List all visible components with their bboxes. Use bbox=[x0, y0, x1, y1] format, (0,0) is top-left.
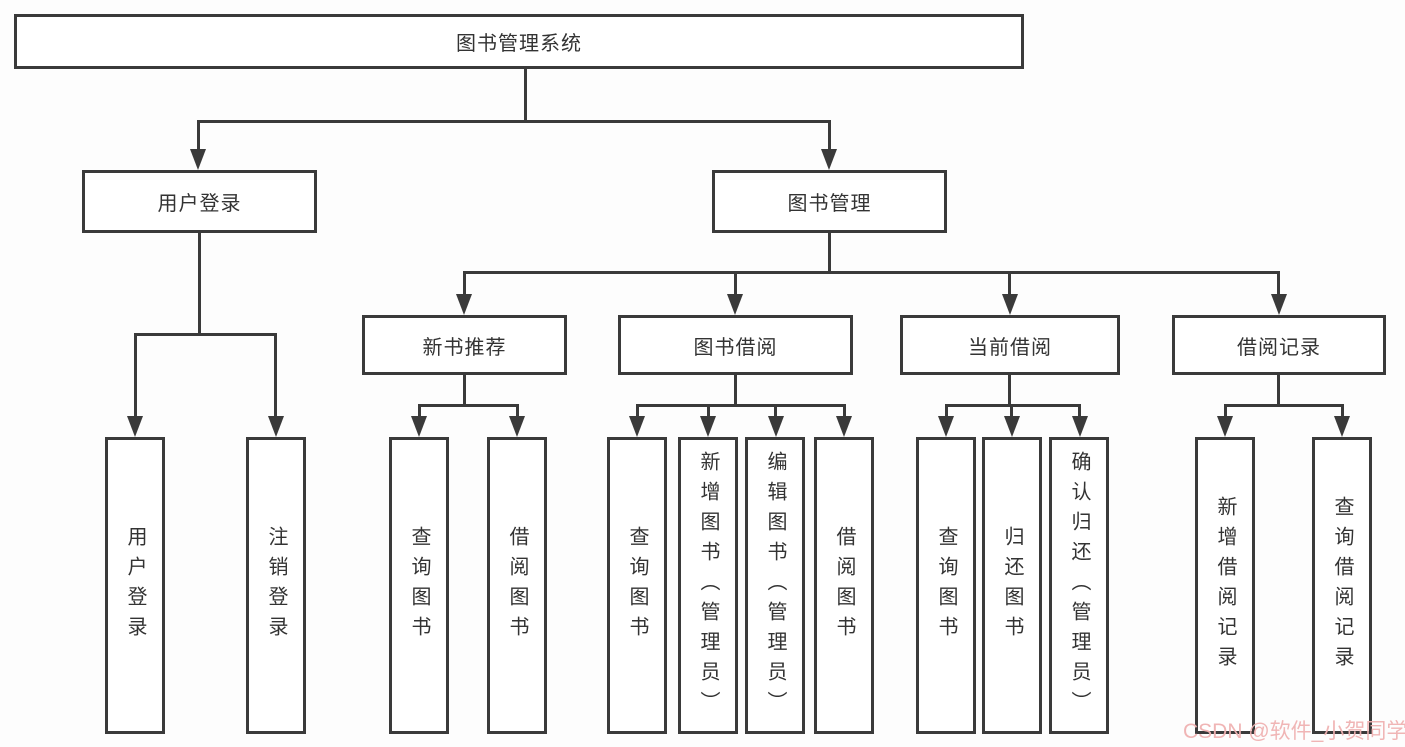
h-line bbox=[134, 333, 276, 336]
arrowhead-down-icon bbox=[1072, 416, 1088, 437]
arrowhead-down-icon bbox=[1217, 416, 1233, 437]
v-line bbox=[828, 120, 831, 151]
node-book-management: 图书管理 bbox=[712, 170, 947, 233]
leaf-label: 查询图书 bbox=[408, 525, 430, 646]
h-line bbox=[197, 120, 831, 123]
arrowhead-down-icon bbox=[190, 149, 206, 170]
arrowhead-down-icon bbox=[1271, 294, 1287, 315]
node-label: 当前借阅 bbox=[968, 336, 1052, 359]
h-line bbox=[945, 404, 1081, 407]
v-line bbox=[1341, 404, 1344, 418]
v-line bbox=[774, 404, 777, 418]
v-line bbox=[274, 333, 277, 418]
leaf-box-add-book-admin: 新增图书（管理员） bbox=[678, 437, 738, 734]
v-line bbox=[463, 373, 466, 406]
arrowhead-down-icon bbox=[1004, 416, 1020, 437]
v-line bbox=[463, 271, 466, 297]
v-line bbox=[1224, 404, 1227, 418]
arrowhead-down-icon bbox=[768, 416, 784, 437]
node-label: 图书管理 bbox=[787, 193, 872, 215]
v-line bbox=[1277, 373, 1280, 406]
v-line bbox=[1277, 271, 1280, 297]
v-line bbox=[945, 404, 948, 418]
v-line bbox=[198, 231, 201, 335]
leaf-box-query-borrow-record: 查询借阅记录 bbox=[1312, 437, 1372, 734]
leaf-label: 查询借阅记录 bbox=[1331, 495, 1353, 676]
arrowhead-down-icon bbox=[1002, 294, 1018, 315]
leaf-box-borrow-books-recommend: 借阅图书 bbox=[487, 437, 547, 734]
arrowhead-down-icon bbox=[509, 416, 525, 437]
v-line bbox=[1008, 271, 1011, 297]
leaf-box-edit-book-admin: 编辑图书（管理员） bbox=[745, 437, 805, 734]
v-line bbox=[134, 333, 137, 418]
leaf-box-return-books: 归还图书 bbox=[982, 437, 1042, 734]
leaf-box-confirm-return-admin: 确认归还（管理员） bbox=[1049, 437, 1109, 734]
leaf-label: 确认归还（管理员） bbox=[1068, 450, 1090, 721]
leaf-label: 查询图书 bbox=[935, 525, 957, 646]
arrowhead-down-icon bbox=[836, 416, 852, 437]
arrowhead-down-icon bbox=[456, 294, 472, 315]
h-line bbox=[636, 404, 846, 407]
v-line bbox=[516, 404, 519, 418]
node-new-book-recommend: 新书推荐 bbox=[362, 315, 567, 375]
leaf-label: 新增借阅记录 bbox=[1214, 495, 1236, 676]
arrowhead-down-icon bbox=[411, 416, 427, 437]
node-current-borrowing: 当前借阅 bbox=[900, 315, 1120, 375]
node-label: 借阅记录 bbox=[1237, 336, 1321, 359]
h-line bbox=[1224, 404, 1344, 407]
csdn-watermark: CSDN @软件_小贺同学 bbox=[1183, 720, 1405, 743]
leaf-box-user-login: 用户登录 bbox=[105, 437, 165, 734]
node-label: 新书推荐 bbox=[422, 336, 507, 359]
leaf-label: 借阅图书 bbox=[506, 525, 528, 646]
node-root-library-system: 图书管理系统 bbox=[14, 14, 1024, 69]
leaf-label: 归还图书 bbox=[1001, 525, 1023, 646]
v-line bbox=[1078, 404, 1081, 418]
leaf-box-logout: 注销登录 bbox=[246, 437, 306, 734]
v-line bbox=[636, 404, 639, 418]
arrowhead-down-icon bbox=[1334, 416, 1350, 437]
h-line bbox=[418, 404, 519, 407]
v-line bbox=[418, 404, 421, 418]
v-line bbox=[828, 231, 831, 273]
leaf-label: 注销登录 bbox=[265, 525, 287, 646]
leaf-label: 借阅图书 bbox=[833, 525, 855, 646]
h-line bbox=[464, 271, 1280, 274]
leaf-box-add-borrow-record: 新增借阅记录 bbox=[1195, 437, 1255, 734]
arrowhead-down-icon bbox=[629, 416, 645, 437]
v-line bbox=[843, 404, 846, 418]
leaf-box-borrow-books-borrowing: 借阅图书 bbox=[814, 437, 874, 734]
leaf-box-query-books-current: 查询图书 bbox=[916, 437, 976, 734]
arrowhead-down-icon bbox=[821, 149, 837, 170]
node-user-login: 用户登录 bbox=[82, 170, 317, 233]
leaf-label: 新增图书（管理员） bbox=[697, 450, 719, 721]
v-line bbox=[1010, 404, 1013, 418]
arrowhead-down-icon bbox=[938, 416, 954, 437]
v-line bbox=[734, 373, 737, 406]
leaf-box-query-books-borrowing: 查询图书 bbox=[607, 437, 667, 734]
v-line bbox=[524, 68, 527, 122]
arrowhead-down-icon bbox=[268, 416, 284, 437]
node-label: 用户登录 bbox=[157, 193, 242, 215]
node-label: 图书管理系统 bbox=[456, 33, 582, 55]
node-label: 图书借阅 bbox=[693, 336, 778, 359]
arrowhead-down-icon bbox=[127, 416, 143, 437]
v-line bbox=[707, 404, 710, 418]
v-line bbox=[1008, 373, 1011, 406]
arrowhead-down-icon bbox=[700, 416, 716, 437]
node-borrow-records: 借阅记录 bbox=[1172, 315, 1386, 375]
v-line bbox=[734, 271, 737, 297]
leaf-label: 查询图书 bbox=[626, 525, 648, 646]
node-book-borrowing: 图书借阅 bbox=[618, 315, 853, 375]
v-line bbox=[197, 120, 200, 151]
leaf-label: 编辑图书（管理员） bbox=[764, 450, 786, 721]
leaf-label: 用户登录 bbox=[124, 525, 146, 646]
arrowhead-down-icon bbox=[727, 294, 743, 315]
leaf-box-query-books-recommend: 查询图书 bbox=[389, 437, 449, 734]
